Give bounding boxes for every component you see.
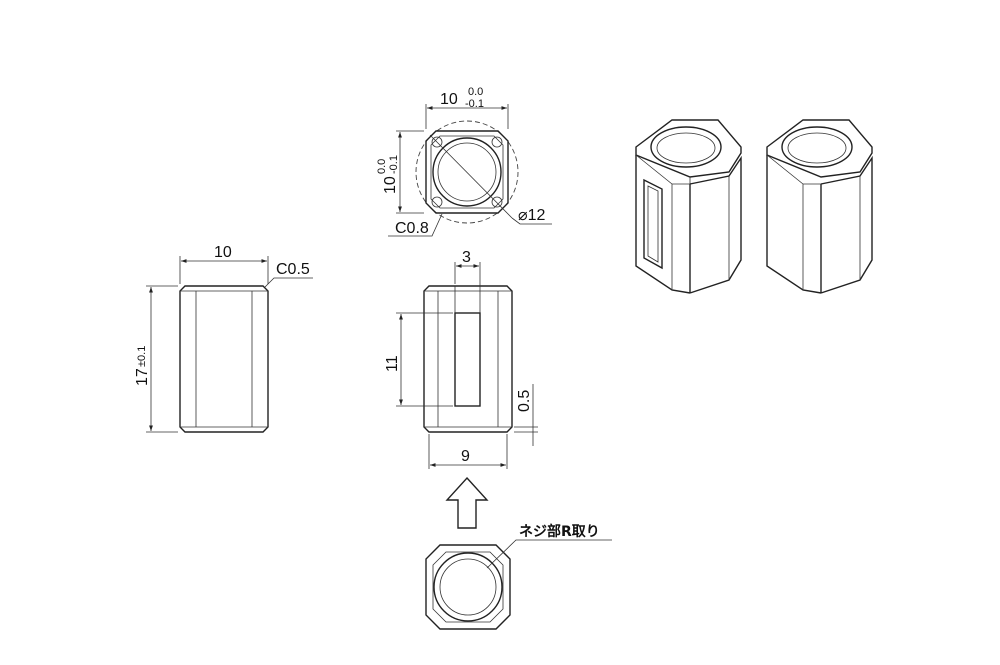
thread-fillet-note: ネジ部R取り xyxy=(519,523,600,540)
side-width-label: 10 xyxy=(214,244,232,261)
bottom-view-outer xyxy=(425,544,511,630)
top-view-corner-hole-tl xyxy=(431,136,443,148)
note-leader xyxy=(486,539,612,569)
top-width-tol-upper: 0.0 xyxy=(468,86,483,98)
slot-height-label: 11 xyxy=(384,355,401,372)
view-direction-arrow-icon xyxy=(445,476,489,529)
top-view-bore-outer xyxy=(432,137,502,207)
chamfer-c08-label: C0.8 xyxy=(395,220,429,237)
top-view: 10 0.0 -0.1 10 0.0 -0.1 C0.8 ⌀12 xyxy=(376,86,552,237)
top-view-outer-dashed-circle xyxy=(415,120,519,224)
bottom-view: ネジ部R取り xyxy=(425,523,612,630)
front-view-slot xyxy=(454,312,481,407)
top-height-tol-upper: 0.0 xyxy=(376,159,388,174)
isometric-view-with-slot xyxy=(635,119,742,294)
diameter-leader xyxy=(511,217,552,225)
bottom-view-bore-inner xyxy=(439,558,497,616)
bottom-view-inner xyxy=(432,551,504,623)
chamfer-c05-leader xyxy=(264,277,313,288)
bottom-view-bore-outer xyxy=(433,552,503,622)
chamfer-c05-label: C0.5 xyxy=(276,261,310,278)
top-width-tol-lower: -0.1 xyxy=(465,98,484,110)
step-label: 0.5 xyxy=(516,390,533,412)
top-view-inner-square xyxy=(430,135,504,209)
isometric-slot xyxy=(643,178,663,270)
diameter-label: ⌀12 xyxy=(518,207,546,224)
chamfer-c08-leader xyxy=(388,213,443,237)
slot-width-label: 3 xyxy=(462,249,471,266)
top-view-corner-hole-bl xyxy=(431,196,443,208)
top-view-diameter-line xyxy=(429,134,513,219)
front-view: 3 11 0.5 9 xyxy=(384,249,538,469)
front-view-body xyxy=(423,285,513,433)
top-view-corner-hole-br xyxy=(491,196,503,208)
top-view-corner-hole-tr xyxy=(491,136,503,148)
isometric-view-plain xyxy=(766,119,873,294)
top-height-tol-lower: -0.1 xyxy=(388,155,400,174)
top-height-nominal: 10 xyxy=(382,176,399,194)
bottom-width-label: 9 xyxy=(461,448,470,465)
side-height-tolerance: ±0.1 xyxy=(136,346,148,367)
top-width-nominal: 10 xyxy=(440,91,458,108)
top-view-outer-square xyxy=(425,130,509,214)
side-height-nominal: 17 xyxy=(134,368,151,386)
side-view-body xyxy=(179,285,269,433)
top-view-bore-inner xyxy=(437,142,497,202)
side-view: 10 C0.5 17 ±0.1 xyxy=(134,244,313,433)
